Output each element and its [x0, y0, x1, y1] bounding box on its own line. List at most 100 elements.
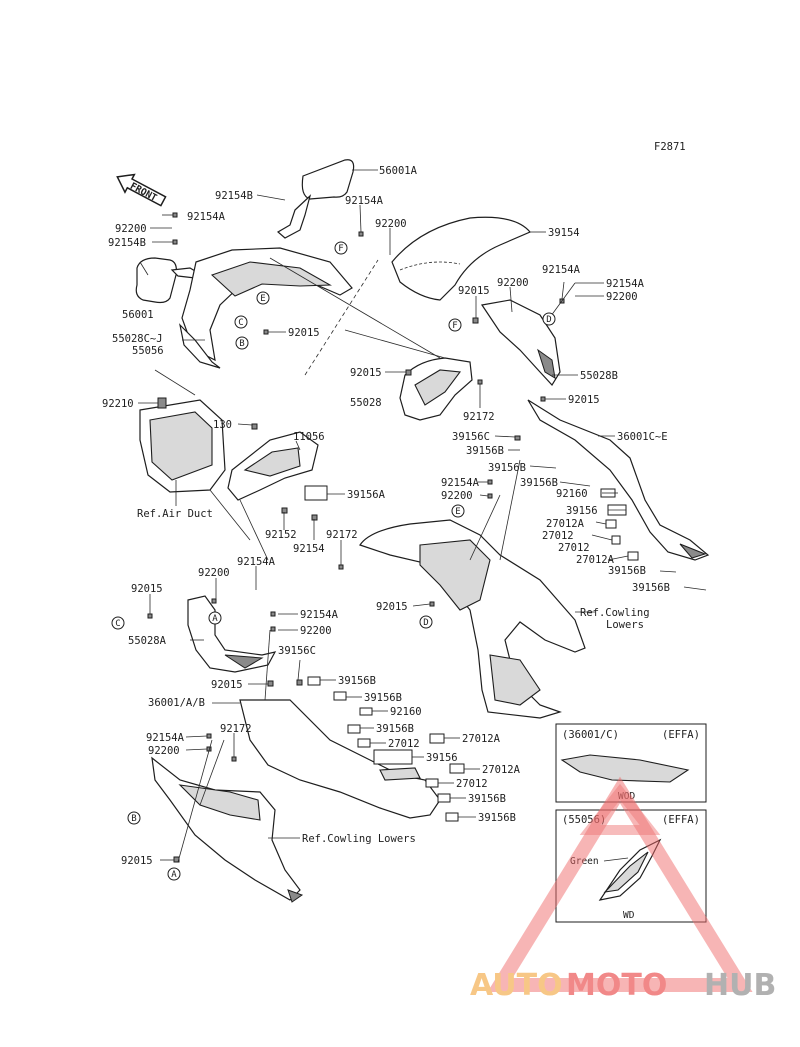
svg-text:92160: 92160 [390, 706, 422, 718]
svg-text:92154A: 92154A [300, 609, 339, 621]
svg-text:92015: 92015 [350, 367, 382, 379]
side-panel-55028b [480, 299, 561, 386]
svg-text:39156: 39156 [426, 752, 458, 764]
inset-box-36001c: (36001/C) (EFFA) WOD [555, 723, 707, 803]
svg-text:92200: 92200 [198, 567, 230, 579]
svg-text:B: B [131, 814, 136, 824]
leader-lines [138, 169, 707, 863]
svg-text:92200: 92200 [441, 490, 473, 502]
svg-text:F: F [452, 321, 457, 331]
callout-d-2: D [419, 615, 433, 629]
svg-text:Ref.Cowling: Ref.Cowling [580, 607, 650, 619]
svg-text:Ref.Air Duct: Ref.Air Duct [137, 508, 213, 520]
svg-text:27012A: 27012A [546, 518, 585, 530]
svg-text:39156B: 39156B [364, 692, 402, 704]
bracket-11056 [227, 431, 328, 501]
svg-text:92015: 92015 [568, 394, 600, 406]
svg-text:39156B: 39156B [338, 675, 376, 687]
svg-text:11056: 11056 [293, 431, 325, 443]
svg-text:39156B: 39156B [608, 565, 646, 577]
lower-fairing [151, 756, 304, 903]
svg-text:56001: 56001 [122, 309, 154, 321]
svg-text:Lowers: Lowers [606, 619, 644, 631]
svg-text:56001A: 56001A [379, 165, 418, 177]
callout-c-1: C [234, 315, 248, 329]
svg-text:92154B: 92154B [108, 237, 146, 249]
callout-e-1: E [256, 291, 270, 305]
callout-c-2: C [111, 616, 125, 630]
svg-text:39156C: 39156C [278, 645, 316, 657]
svg-text:C: C [115, 619, 120, 629]
svg-text:Ref.Cowling Lowers: Ref.Cowling Lowers [302, 833, 416, 845]
svg-text:92210: 92210 [102, 398, 134, 410]
svg-text:92200: 92200 [115, 223, 147, 235]
svg-text:92154A: 92154A [237, 556, 276, 568]
callout-b-1: B [235, 336, 249, 350]
callout-e-2: E [451, 504, 465, 518]
svg-text:92015: 92015 [211, 679, 243, 691]
svg-text:92015: 92015 [458, 285, 490, 297]
svg-text:92152: 92152 [265, 529, 297, 541]
svg-text:A: A [171, 870, 177, 880]
svg-text:(EFFA): (EFFA) [662, 729, 700, 741]
svg-text:92172: 92172 [463, 411, 495, 423]
svg-text:39156B: 39156B [466, 445, 504, 457]
svg-text:55028C~J: 55028C~J [112, 333, 163, 345]
svg-text:92200: 92200 [606, 291, 638, 303]
svg-text:39154: 39154 [548, 227, 580, 239]
svg-text:39156B: 39156B [488, 462, 526, 474]
svg-text:92154A: 92154A [606, 278, 645, 290]
callout-b-2: B [127, 811, 141, 825]
svg-text:27012A: 27012A [576, 554, 615, 566]
center-cowl [399, 357, 473, 421]
inner-panel-55028a [187, 595, 277, 673]
svg-text:E: E [260, 294, 265, 304]
mirror-right [276, 159, 355, 239]
svg-text:WOD: WOD [618, 791, 635, 802]
svg-text:92172: 92172 [220, 723, 252, 735]
svg-text:36001/A/B: 36001/A/B [148, 697, 205, 709]
svg-text:C: C [238, 318, 243, 328]
svg-text:92154A: 92154A [146, 732, 185, 744]
svg-text:92160: 92160 [556, 488, 588, 500]
callout-a-2: A [167, 867, 181, 881]
svg-text:39156C: 39156C [452, 431, 490, 443]
diagram-code: F2871 [654, 141, 686, 153]
svg-text:39156A: 39156A [347, 489, 386, 501]
svg-text:92200: 92200 [375, 218, 407, 230]
svg-text:92154A: 92154A [441, 477, 480, 489]
callout-a-1: A [208, 611, 222, 625]
svg-text:WD: WD [623, 910, 635, 921]
svg-text:92200: 92200 [497, 277, 529, 289]
svg-text:130: 130 [213, 419, 232, 431]
svg-text:(36001/C): (36001/C) [562, 729, 619, 741]
callout-f-2: F [448, 318, 462, 332]
svg-text:39156B: 39156B [468, 793, 506, 805]
svg-text:D: D [423, 618, 428, 628]
svg-text:39156B: 39156B [632, 582, 670, 594]
svg-text:27012A: 27012A [482, 764, 521, 776]
svg-text:39156B: 39156B [478, 812, 516, 824]
svg-text:92015: 92015 [376, 601, 408, 613]
svg-text:27012: 27012 [542, 530, 574, 542]
svg-text:Green: Green [570, 856, 599, 867]
watermark-triangle-icon [487, 776, 753, 992]
watermark-hub: HUB [704, 968, 776, 1003]
svg-text:27012: 27012 [456, 778, 488, 790]
svg-text:B: B [239, 339, 244, 349]
upper-cowling [179, 247, 353, 369]
callout-f-1: F [334, 241, 348, 255]
svg-text:27012: 27012 [558, 542, 590, 554]
svg-text:(EFFA): (EFFA) [662, 814, 700, 826]
svg-text:39156: 39156 [566, 505, 598, 517]
air-duct [139, 397, 226, 493]
watermark-moto: MOTO [566, 968, 667, 1003]
svg-text:92015: 92015 [121, 855, 153, 867]
svg-text:92154: 92154 [293, 543, 325, 555]
svg-text:92154A: 92154A [542, 264, 581, 276]
svg-text:55056: 55056 [132, 345, 164, 357]
watermark-auto: AUTO [470, 968, 563, 1003]
svg-text:92200: 92200 [148, 745, 180, 757]
